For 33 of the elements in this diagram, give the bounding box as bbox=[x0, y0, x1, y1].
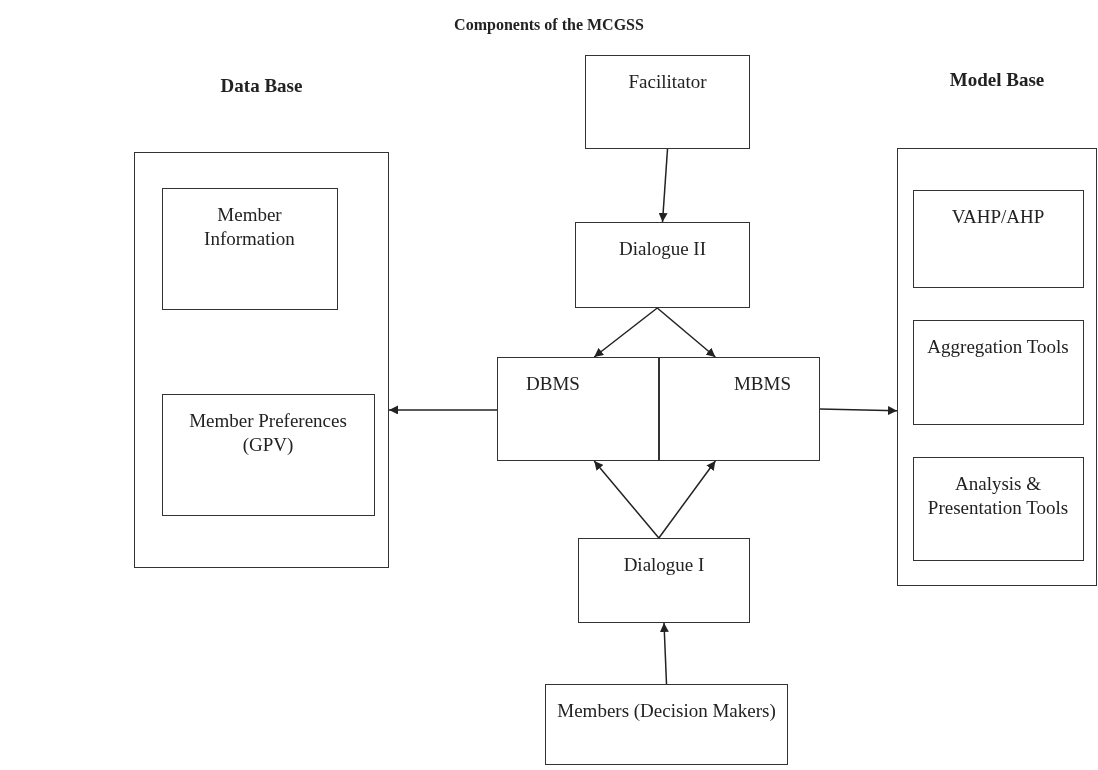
process-box bbox=[659, 357, 820, 461]
arrow bbox=[593, 307, 658, 358]
box-label: VAHP/AHP bbox=[950, 204, 1046, 229]
group-heading: Data Base bbox=[219, 75, 304, 97]
process-box bbox=[545, 684, 788, 765]
process-box bbox=[578, 538, 750, 623]
box-label: Dialogue I bbox=[622, 553, 706, 577]
box-label: Aggregation Tools bbox=[926, 334, 1070, 359]
process-box bbox=[912, 189, 1084, 288]
arrow bbox=[656, 307, 717, 358]
process-box bbox=[161, 187, 338, 310]
arrow bbox=[819, 406, 898, 416]
process-box bbox=[585, 55, 750, 149]
arrow bbox=[593, 460, 660, 539]
group-heading: Model Base bbox=[948, 69, 1046, 91]
arrow bbox=[659, 622, 669, 685]
arrow bbox=[658, 148, 669, 223]
box-label: MBMS bbox=[732, 372, 792, 396]
box-label: DBMS bbox=[525, 372, 581, 396]
box-label: Dialogue II bbox=[617, 237, 708, 261]
box-label: Analysis & Presentation Tools bbox=[926, 471, 1070, 520]
process-box bbox=[161, 393, 375, 516]
process-box bbox=[575, 222, 750, 308]
process-box bbox=[912, 319, 1084, 425]
box-label: Member Information bbox=[203, 202, 296, 251]
box-label: Facilitator bbox=[627, 70, 708, 94]
arrow bbox=[388, 405, 498, 415]
box-label: Members (Decision Makers) bbox=[556, 699, 777, 723]
process-box bbox=[912, 456, 1084, 561]
box-label: Member Preferences (GPV) bbox=[188, 408, 348, 457]
process-box bbox=[497, 357, 659, 461]
arrow bbox=[658, 460, 717, 539]
diagram-title: Components of the MCGSS bbox=[453, 16, 645, 34]
